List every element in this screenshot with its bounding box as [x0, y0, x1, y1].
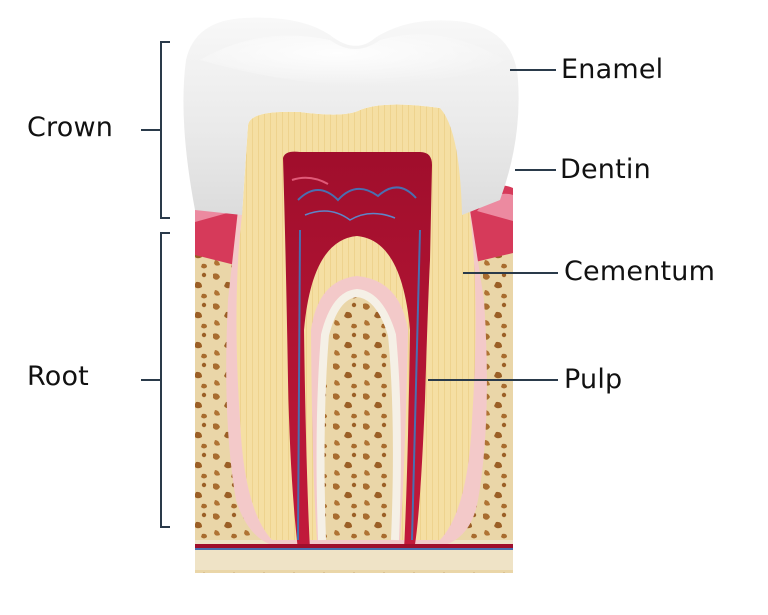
pulp: [195, 151, 513, 550]
crown-label: Crown: [27, 112, 114, 143]
crown-bracket: [141, 41, 170, 219]
enamel-label: Enamel: [561, 54, 664, 85]
dentin-label: Dentin: [560, 154, 651, 185]
inter-root-bone: [320, 293, 397, 540]
root-bracket: [141, 232, 170, 528]
cementum-label: Cementum: [564, 256, 716, 287]
pulp-label: Pulp: [564, 364, 623, 395]
root-label: Root: [27, 361, 89, 392]
